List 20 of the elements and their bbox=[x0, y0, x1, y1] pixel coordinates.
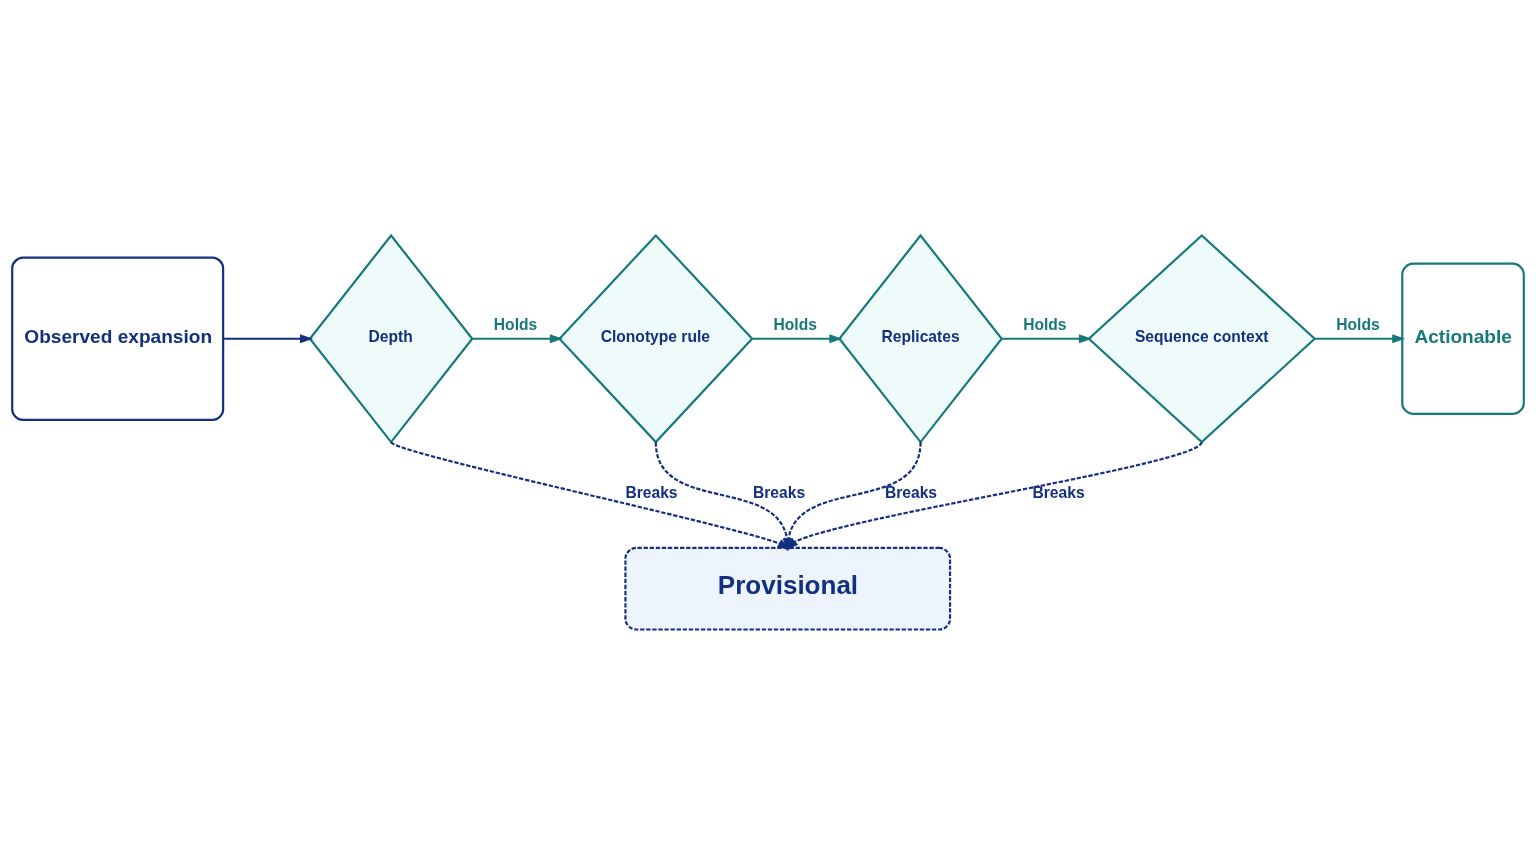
node-diamond: Depth bbox=[308, 233, 474, 444]
edge-label: Breaks bbox=[625, 483, 678, 501]
node-diamond: Clonotype rule bbox=[558, 233, 754, 444]
arrow bbox=[1314, 333, 1406, 343]
arrow bbox=[223, 333, 314, 343]
node-diamond: Replicates bbox=[838, 233, 1004, 444]
edge-label: Holds bbox=[1023, 315, 1067, 333]
node-box: Actionable bbox=[1401, 262, 1525, 415]
edge-label: Breaks bbox=[1032, 483, 1085, 501]
node-diamond: Sequence context bbox=[1087, 233, 1317, 444]
arrow bbox=[472, 333, 563, 343]
node-box: Observed expansion bbox=[11, 256, 225, 421]
edge-label: Holds bbox=[773, 315, 817, 333]
edge-label: Holds bbox=[1336, 315, 1380, 333]
arrow bbox=[752, 333, 843, 343]
edge-label: Breaks bbox=[884, 483, 938, 501]
node-box: Provisional bbox=[624, 546, 952, 631]
edge-label: Holds bbox=[493, 315, 538, 333]
arrow bbox=[1001, 333, 1092, 343]
edge-label: Breaks bbox=[753, 483, 806, 501]
